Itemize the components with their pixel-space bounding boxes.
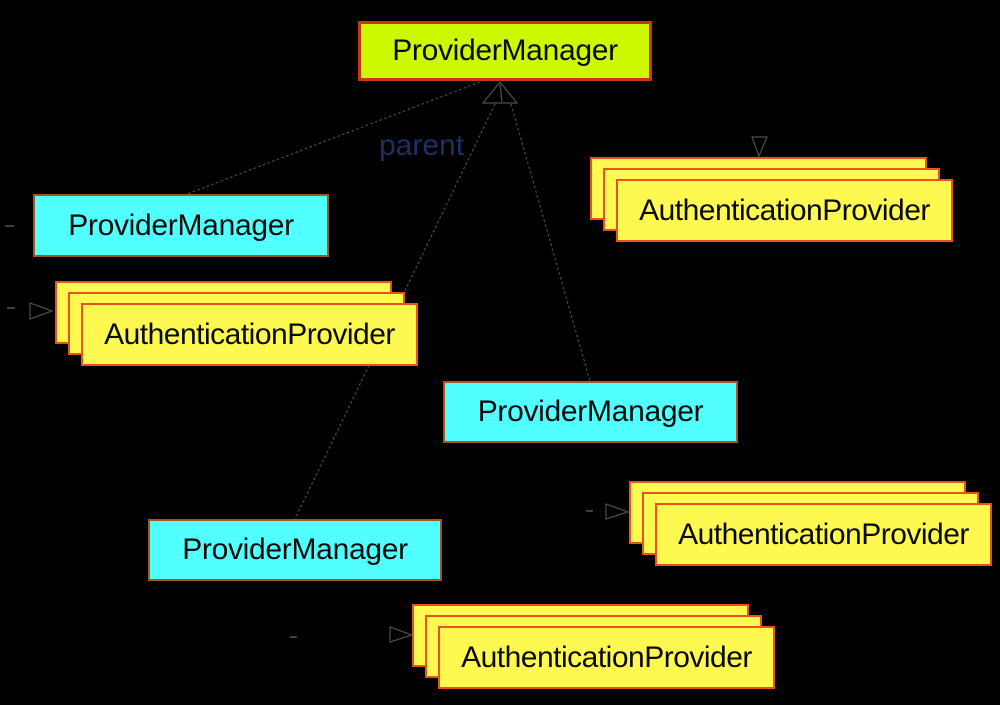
open-arrowhead-right-icon (605, 503, 630, 520)
stack-authentication-provider-bottom-right: AuthenticationProvider (629, 481, 995, 567)
node-provider-manager-left: ProviderManager (33, 194, 329, 257)
node-provider-manager-root: ProviderManager (358, 21, 652, 81)
stack-authentication-provider-top-left: AuthenticationProvider (55, 281, 418, 366)
node-provider-manager-bottom: ProviderManager (148, 519, 442, 581)
stack-authentication-provider-bottom: AuthenticationProvider (412, 604, 777, 690)
edge-label-parent: parent (379, 129, 465, 162)
stack-card-front: AuthenticationProvider (438, 626, 775, 689)
edge-pm-middle-to-root (510, 103, 591, 382)
open-arrowhead-up-icon (481, 81, 519, 104)
node-provider-manager-middle: ProviderManager (443, 381, 738, 443)
open-arrowhead-right-icon (389, 626, 414, 643)
edge-tail-in-arrow (499, 83, 503, 103)
stack-card-front: AuthenticationProvider (616, 179, 953, 242)
stack-card-front: AuthenticationProvider (81, 303, 418, 366)
open-arrowhead-down-icon (751, 136, 768, 158)
open-arrowhead-right-icon (29, 302, 54, 320)
stack-authentication-provider-top-right: AuthenticationProvider (590, 157, 958, 243)
edge-pm-left-to-root (181, 81, 481, 197)
stack-card-front: AuthenticationProvider (655, 503, 992, 566)
